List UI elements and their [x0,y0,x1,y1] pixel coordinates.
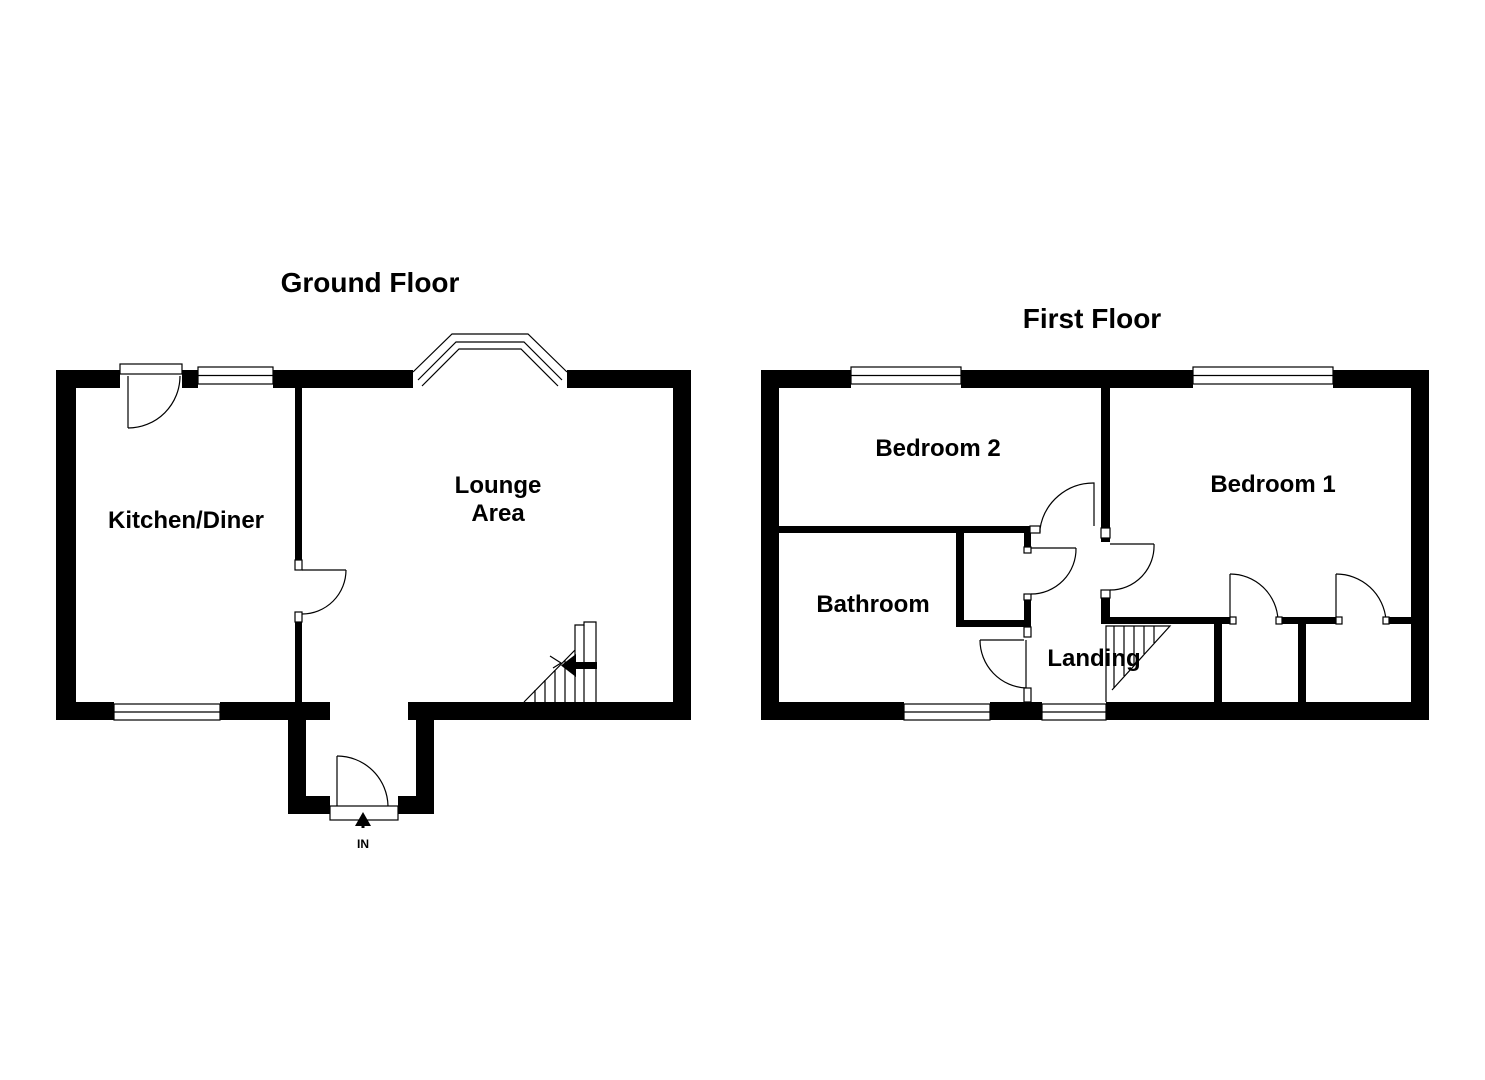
first-floor: First Floor Bedroom 2 Bedroom 1 Bathroom… [761,303,1429,721]
wall [779,526,1030,533]
kitchen-door [119,363,183,429]
wall [56,370,76,720]
wall [761,702,904,720]
front-door [329,755,399,821]
wall [295,388,302,560]
window [903,703,991,721]
internal-door [1023,546,1077,601]
wall [416,702,434,814]
wall [1101,388,1110,528]
room-label-bathroom: Bathroom [816,591,929,618]
wall [288,796,330,814]
window [113,703,221,721]
wardrobe-door [1229,573,1283,625]
internal-door [979,626,1032,703]
ground-floor: Ground Floor Kitchen/Diner Lounge Area I… [56,267,691,851]
wardrobe-door [1335,573,1390,625]
internal-door [1100,527,1155,599]
entrance-arrow-icon [361,824,365,828]
stairs-arrow-icon [561,654,597,677]
wall [961,370,1193,388]
internal-door [1029,482,1095,534]
wall [1024,600,1031,627]
entrance-label: IN [357,837,369,851]
window [1041,703,1107,721]
wall [1110,617,1230,624]
wall [220,702,330,720]
wall [761,370,851,388]
wall [1333,370,1429,388]
wall [956,533,964,627]
wall [1298,624,1306,702]
wall [398,796,434,814]
wall [1024,533,1031,547]
window [850,366,962,385]
wall [1389,617,1411,624]
internal-door [294,559,347,623]
wall [288,702,306,814]
room-label-bedroom-1: Bedroom 1 [1210,471,1335,498]
wall [1214,624,1222,702]
wall [1106,702,1429,720]
wall [567,370,691,388]
wall [1101,538,1110,542]
wall [1282,617,1336,624]
wall [1411,370,1429,720]
wall [956,620,1030,627]
ground-floor-title: Ground Floor [281,267,460,298]
wall [295,622,302,702]
wall [273,370,413,388]
wall [673,370,691,720]
wall [408,702,691,720]
bay-window [412,333,568,387]
wall [990,702,1042,720]
room-label-lounge: Area [471,500,525,527]
window [197,366,274,385]
room-label-landing: Landing [1047,645,1140,672]
wall [56,702,114,720]
entrance-arrow-icon [355,812,371,826]
room-label-kitchen: Kitchen/Diner [108,507,264,534]
first-floor-title: First Floor [1023,303,1162,334]
room-label-bedroom-2: Bedroom 2 [875,435,1000,462]
wall [1101,598,1110,624]
wall [761,370,779,720]
room-label-lounge: Lounge [455,472,542,499]
window [1192,366,1334,385]
wall [182,370,198,388]
staircase [1105,625,1172,702]
